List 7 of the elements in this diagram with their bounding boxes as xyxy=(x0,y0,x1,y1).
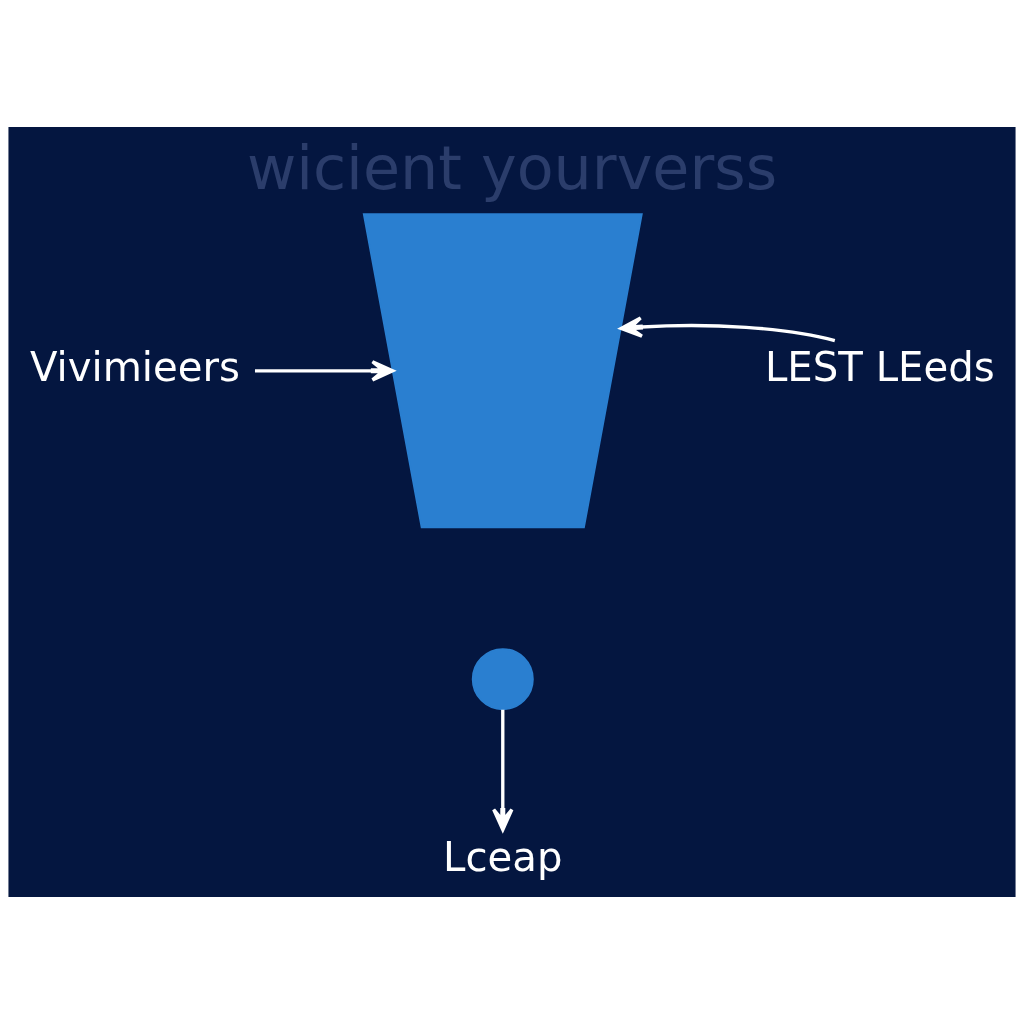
arrow xyxy=(492,709,514,832)
node-text: Vivimieers xyxy=(29,344,240,391)
node-text: Lceap xyxy=(443,833,563,880)
node-circle xyxy=(471,648,534,711)
arrow xyxy=(255,360,395,382)
node-text: LEST LEeds xyxy=(764,344,995,391)
arrow xyxy=(619,316,836,343)
